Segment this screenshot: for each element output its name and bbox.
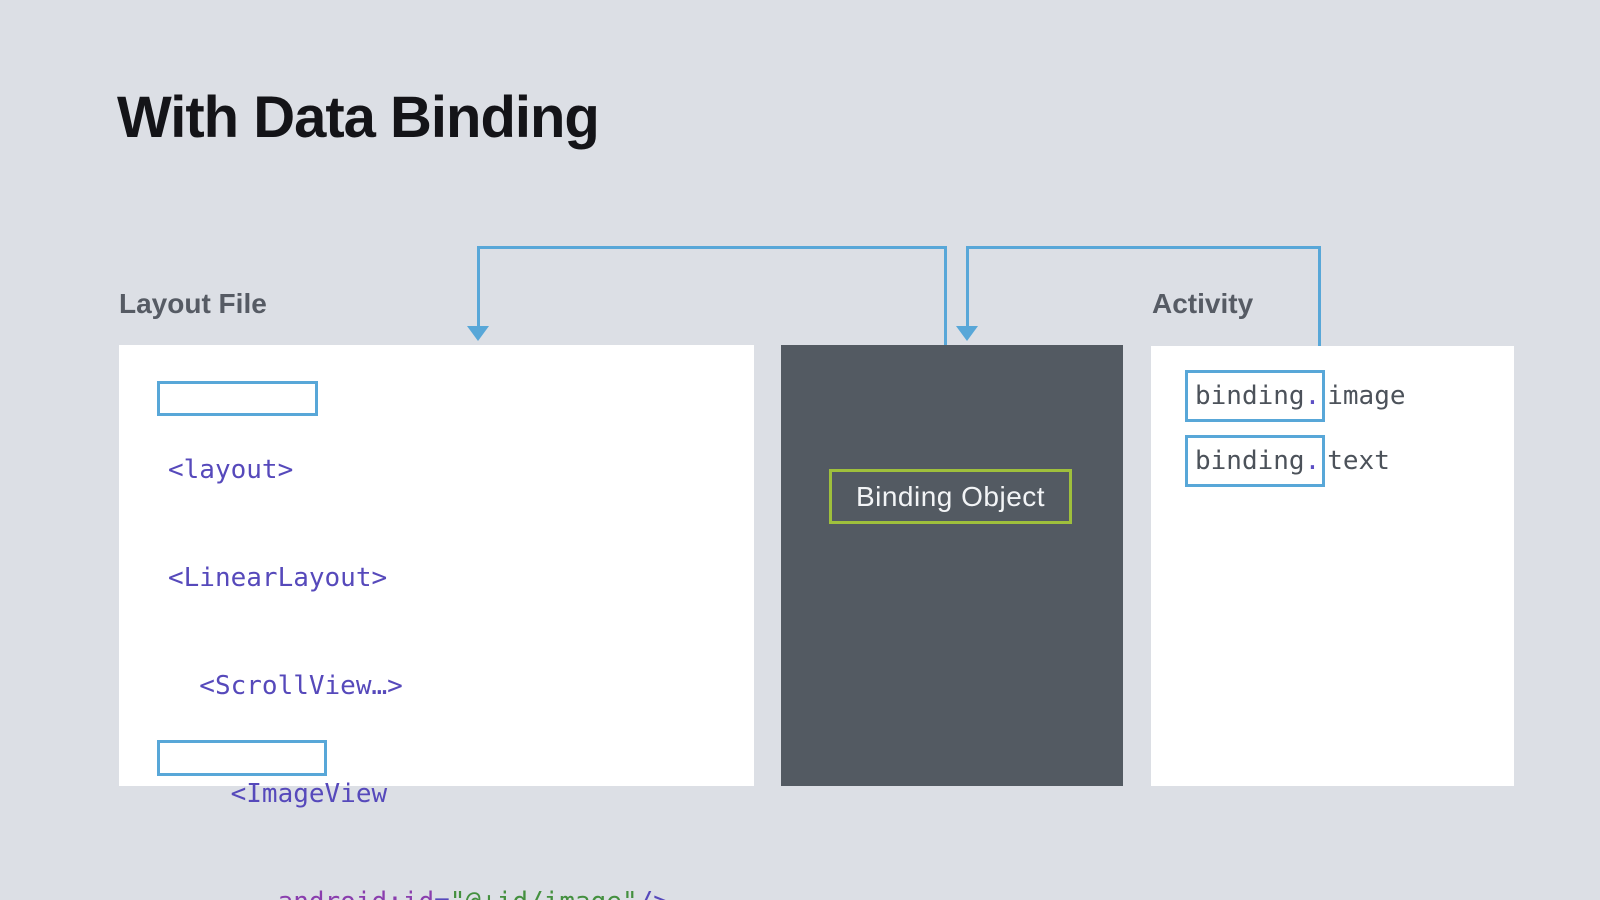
- code-segment: <LinearLayout>: [168, 563, 388, 593]
- arrowhead-into-layout-file: [467, 326, 489, 341]
- code-segment: />: [638, 887, 669, 900]
- code-line-scrollview-open: <ScrollView…>: [168, 668, 669, 704]
- code-segment: <layout>: [168, 455, 294, 485]
- connector-activity-to-binding-shaft: [966, 246, 969, 327]
- activity-label: Activity: [1152, 288, 1254, 319]
- connector-activity-to-binding-stem: [1318, 246, 1321, 347]
- code-segment: =: [434, 887, 450, 900]
- connector-binding-to-layout-horizontal: [477, 246, 947, 249]
- binding-object-ref: binding: [1195, 381, 1305, 411]
- layout-file-panel: [119, 345, 754, 786]
- dot-accent: .: [1304, 381, 1321, 411]
- binding-property: text: [1327, 446, 1390, 476]
- layout-close-tag-highlight-box: [157, 740, 327, 776]
- binding-object-box: Binding Object: [829, 469, 1072, 524]
- binding-image-highlight-box: [1185, 370, 1325, 422]
- dot-accent: .: [1304, 446, 1321, 476]
- binding-object-panel: [781, 345, 1123, 786]
- binding-text-highlight-box: [1185, 435, 1325, 487]
- code-line-imageview-open: <ImageView: [168, 776, 669, 812]
- layout-file-label: Layout File: [119, 288, 267, 319]
- code-line-linearlayout-open: <LinearLayout>: [168, 560, 669, 596]
- code-segment: "@+id/image": [450, 887, 638, 900]
- arrowhead-into-binding-object: [956, 326, 978, 341]
- binding-object-ref: binding: [1195, 446, 1305, 476]
- binding-object-label: Binding Object: [855, 480, 1046, 512]
- binding-text-row: binding.text: [1195, 443, 1390, 479]
- layout-open-tag-highlight-box: [157, 381, 318, 416]
- code-line-layout-open: <layout>: [168, 452, 669, 488]
- binding-property: image: [1327, 381, 1406, 411]
- connector-binding-to-layout-shaft: [477, 246, 480, 327]
- binding-image-row: binding.image: [1195, 378, 1406, 414]
- page-title: With Data Binding: [117, 85, 600, 150]
- connector-activity-to-binding-horizontal: [966, 246, 1321, 249]
- code-segment: <ImageView: [168, 779, 388, 809]
- xml-code-block: <layout> <LinearLayout> <ScrollView…> <I…: [168, 380, 669, 900]
- connector-binding-to-layout-stem: [944, 246, 947, 345]
- code-segment: android:id: [168, 887, 435, 900]
- code-segment: <ScrollView…>: [168, 671, 403, 701]
- code-line-imageview-id: android:id="@+id/image"/>: [168, 884, 669, 900]
